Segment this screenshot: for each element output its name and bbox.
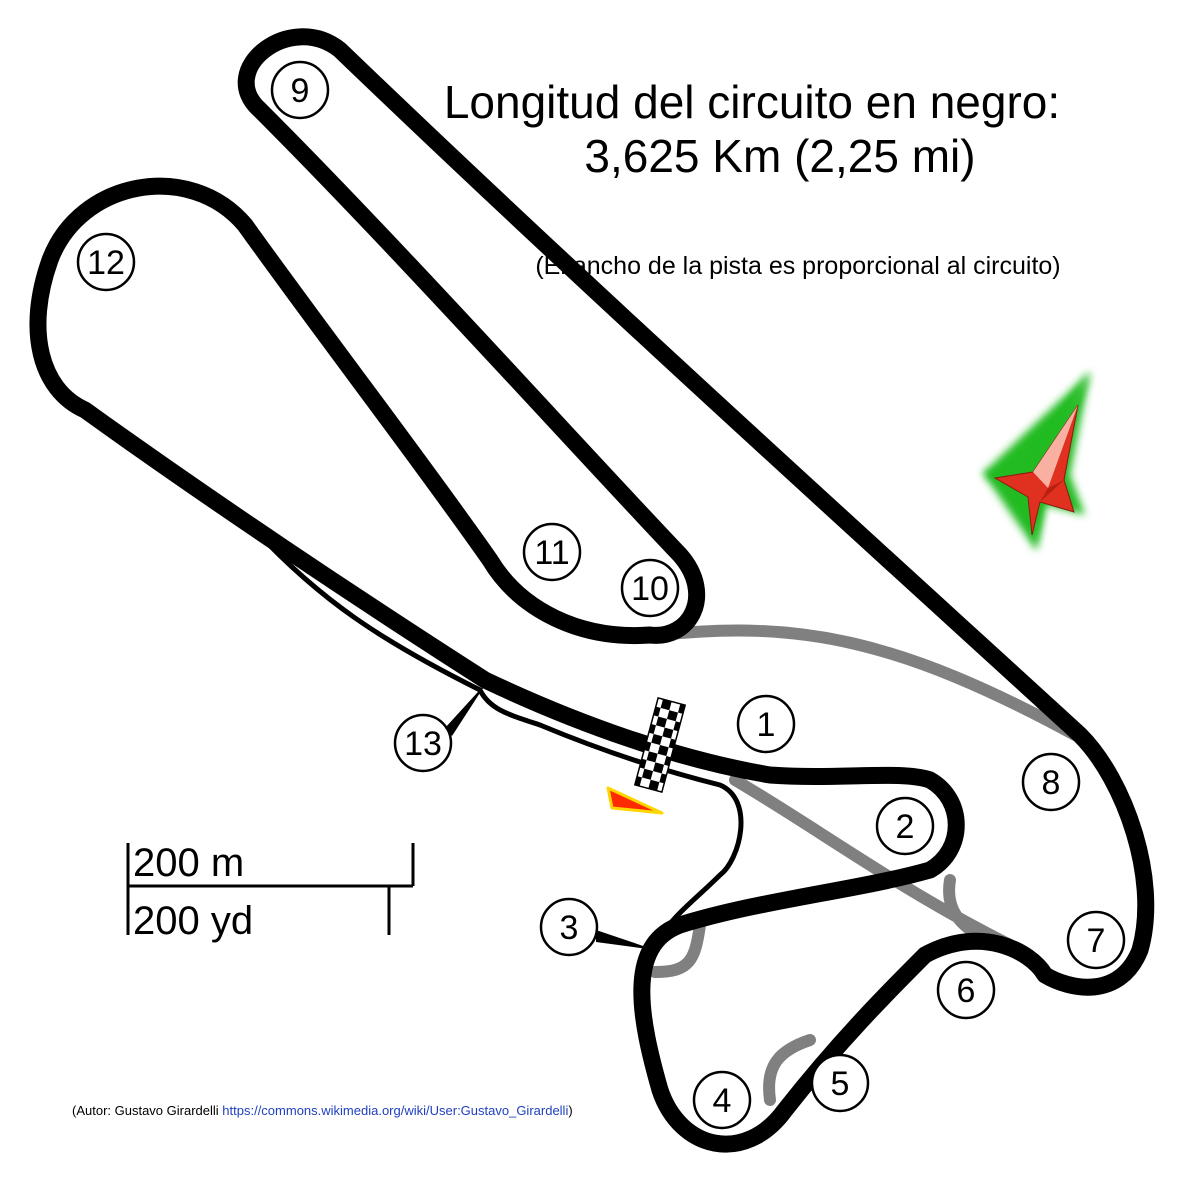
turn-2-label: 2 — [896, 808, 915, 846]
turn-12-marker: 12 — [76, 232, 136, 292]
turn-9-label: 9 — [291, 72, 310, 110]
pit-lane-triangle-icon — [606, 786, 664, 815]
alt-track-infield-link — [729, 774, 1016, 951]
turn-10-marker: 10 — [620, 558, 680, 618]
turn-10-label: 10 — [631, 570, 669, 608]
turn-5-marker: 5 — [810, 1053, 870, 1113]
author-credit-suffix: ) — [568, 1103, 572, 1118]
pit-lane-line — [252, 527, 744, 933]
turn-9-marker: 9 — [270, 60, 330, 120]
turn-4-marker: 4 — [692, 1070, 752, 1130]
main-track — [29, 28, 1155, 1153]
turn-3-marker: 3 — [539, 897, 599, 957]
turn-6-label: 6 — [957, 972, 976, 1010]
turn-2-marker: 2 — [875, 796, 935, 856]
alt-track-chicane-3 — [649, 919, 706, 978]
turn-8-marker: 8 — [1021, 752, 1081, 812]
turn-11-label: 11 — [534, 534, 569, 572]
turn-5-label: 5 — [831, 1065, 850, 1103]
turn-4-label: 4 — [713, 1082, 732, 1120]
turn-7-marker: 7 — [1066, 910, 1126, 970]
turn-13-pointer — [445, 682, 487, 736]
turn-labels: 9 12 11 10 13 1 2 8 — [76, 60, 1126, 1130]
turn-13-marker: 13 — [393, 713, 453, 773]
scale-imperial-label: 200 yd — [133, 899, 253, 943]
author-credit-prefix: (Autor: Gustavo Girardelli — [72, 1103, 222, 1118]
checkered-flag-icon — [633, 696, 687, 794]
scale-bar: 200 m 200 yd — [126, 841, 415, 943]
turn-1-label: 1 — [757, 706, 776, 744]
author-link[interactable]: https://commons.wikimedia.org/wiki/User:… — [222, 1103, 568, 1118]
turn-1-marker: 1 — [736, 694, 796, 754]
north-arrow-star-icon — [983, 372, 1090, 550]
author-credit: (Autor: Gustavo Girardelli https://commo… — [72, 1103, 573, 1118]
main-track-line — [29, 28, 1155, 1153]
alt-track-chicane-5 — [763, 1034, 816, 1106]
turn-12-label: 12 — [87, 244, 125, 282]
turn-3-label: 3 — [560, 909, 579, 947]
scale-metric-label: 200 m — [133, 841, 244, 885]
turn-11-marker: 11 — [522, 522, 582, 582]
alternative-track — [649, 624, 1081, 1106]
turn-3-pointer — [596, 930, 655, 950]
turn-8-label: 8 — [1042, 764, 1061, 802]
alt-track-north-link — [654, 624, 1081, 741]
turn-7-label: 7 — [1087, 922, 1106, 960]
turn-13-label: 13 — [404, 725, 442, 763]
circuit-length-value: 3,625 Km (2,25 mi) — [584, 130, 975, 182]
track-width-note: (El ancho de la pista es proporcional al… — [535, 252, 1060, 280]
turn-6-marker: 6 — [936, 960, 996, 1020]
circuit-length-title: Longitud del circuito en negro: — [444, 76, 1060, 128]
